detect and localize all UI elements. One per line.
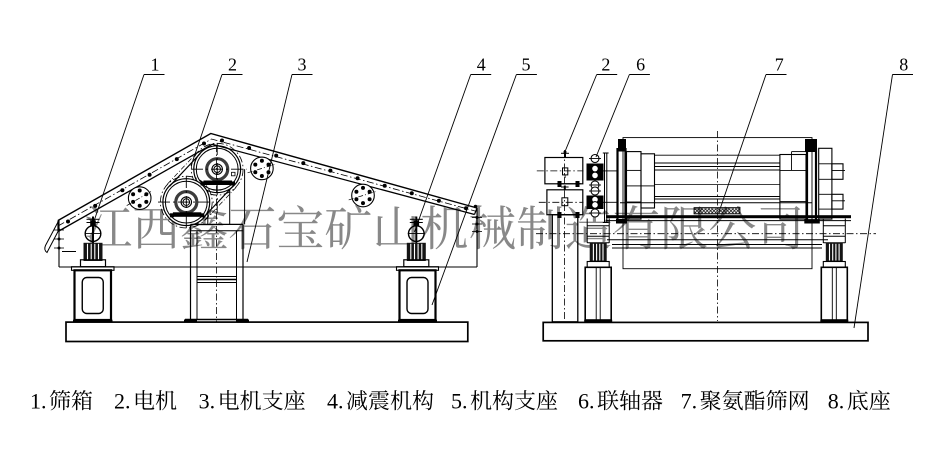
svg-text:7: 7 xyxy=(775,55,784,75)
svg-text:7.: 7. xyxy=(681,389,698,414)
svg-text:1.: 1. xyxy=(30,389,47,414)
svg-text:6: 6 xyxy=(636,55,645,75)
svg-text:4.: 4. xyxy=(327,389,344,414)
svg-text:8: 8 xyxy=(899,55,908,75)
svg-text:2: 2 xyxy=(228,55,237,75)
svg-text:3: 3 xyxy=(298,55,307,75)
svg-text:1: 1 xyxy=(151,55,160,75)
svg-text:5: 5 xyxy=(522,55,531,75)
svg-text:8.: 8. xyxy=(828,389,845,414)
svg-text:4: 4 xyxy=(477,55,486,75)
svg-text:3.: 3. xyxy=(199,389,216,414)
svg-text:6.: 6. xyxy=(578,389,595,414)
svg-text:5.: 5. xyxy=(451,389,468,414)
svg-text:2: 2 xyxy=(601,55,610,75)
svg-text:2.: 2. xyxy=(114,389,131,414)
